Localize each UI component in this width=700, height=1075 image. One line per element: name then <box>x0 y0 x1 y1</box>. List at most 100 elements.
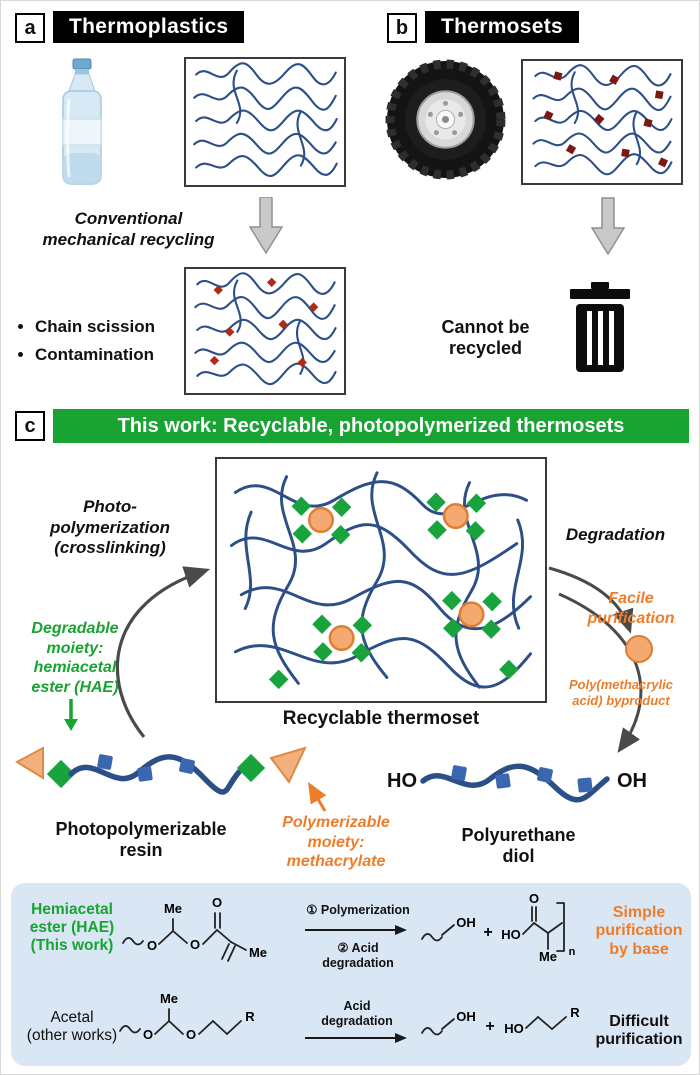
panel-b-title: Thermosets <box>425 11 580 43</box>
crosslink-squares <box>543 71 668 168</box>
ho-label: HO <box>504 1021 524 1036</box>
plus-sign: + <box>485 1018 494 1035</box>
panel-c-tag-letter: c <box>24 414 36 437</box>
ho-label: HO <box>387 770 417 792</box>
panel-b-tag-letter: b <box>395 16 409 39</box>
polymerizable-line-2: moiety: <box>307 833 365 851</box>
o-label: O <box>190 937 200 952</box>
reaction-arrow-1 <box>305 925 407 935</box>
polymerizable-moiety-label: Polymerizable moiety: methacrylate <box>263 813 409 872</box>
panel-c-tag: c <box>15 411 45 441</box>
bullet-contamination: Contamination <box>35 345 205 365</box>
recycling-issues-list: Chain scission Contamination <box>15 317 205 373</box>
hae-diamond-right <box>236 753 266 783</box>
hae-row-label: Hemiacetal ester (HAE) (This work) <box>21 901 123 954</box>
water-bottle-image <box>62 58 102 185</box>
trash-can-icon <box>570 282 630 372</box>
degradable-line-1: Degradable <box>31 620 119 637</box>
down-arrow-a <box>249 197 283 255</box>
r-label: R <box>570 1005 580 1020</box>
degradable-line-2: moiety: <box>46 639 104 657</box>
acid-degradation-step-label: ② Acid degradation <box>299 941 417 971</box>
resin-caption: Photopolymerizable resin <box>17 819 265 860</box>
photo-line-1: Photo- <box>83 497 137 516</box>
hae-label-line-1: Hemiacetal <box>31 901 113 918</box>
o-label: O <box>529 893 539 906</box>
degradation-arrows <box>548 566 643 753</box>
acetal-row-label: Acetal (other works) <box>21 1009 123 1045</box>
panel-c-title: This work: Recyclable, photopolymerized … <box>53 409 689 443</box>
hae-label-line-2: ester (HAE) <box>29 918 115 936</box>
recyclable-thermoset-caption: Recyclable thermoset <box>282 708 480 729</box>
diol-caption-line-1: Polyurethane <box>461 825 576 845</box>
o-label: O <box>147 938 157 953</box>
recyclable-thermoset-network <box>229 471 533 690</box>
cannot-line-1: Cannot be <box>441 317 530 337</box>
o-label: O <box>186 1027 196 1042</box>
methacrylate-triangle-right <box>269 746 307 784</box>
degradable-line-4: ester (HAE) <box>31 678 119 696</box>
resin-schematic <box>14 746 307 795</box>
facile-line-1: Facile <box>608 590 654 607</box>
thermoplastic-chains-box <box>184 57 346 187</box>
difficult-line-1: Difficult <box>609 1013 669 1030</box>
chemistry-panel <box>11 883 691 1066</box>
oh-label: OH <box>456 915 476 930</box>
panel-a-title: Thermoplastics <box>53 11 245 43</box>
acetal-products-structure: OH + HO R <box>421 1005 580 1036</box>
r-label: R <box>245 1009 255 1024</box>
difficult-purification-label: Difficult purification <box>589 1013 689 1050</box>
down-arrow-b <box>591 197 625 256</box>
orange-arrow <box>307 781 327 812</box>
ho-label: HO <box>501 927 521 942</box>
step2-line-2: degradation <box>322 956 394 970</box>
diol-caption: Polyurethane diol <box>431 825 606 866</box>
diol-caption-line-2: diol <box>502 845 535 866</box>
simple-purification-label: Simple purification by base <box>589 904 689 959</box>
thermoplastic-chains <box>193 62 338 177</box>
degradable-line-3: hemiacetal <box>33 659 117 677</box>
contaminated-chains <box>194 272 337 386</box>
oh-label: OH <box>617 770 647 792</box>
polymerizable-line-3: methacrylate <box>286 853 386 871</box>
panel-a-tag: a <box>15 13 45 43</box>
polymerization-step-label: ① Polymerization <box>306 903 410 917</box>
facile-line-2: purification <box>587 609 675 627</box>
hae-products-structure: OH + HO O Me n <box>421 893 576 964</box>
acetal-label-line-2: (other works) <box>26 1026 118 1044</box>
me-label: Me <box>249 945 267 960</box>
byproduct-line-1: Poly(methacrylic <box>568 677 674 692</box>
simple-line-2: purification <box>595 922 683 940</box>
step2-line-1: ② Acid <box>337 941 379 955</box>
hae-label-line-3: (This work) <box>30 936 114 954</box>
bullet-chain-scission: Chain scission <box>35 317 205 337</box>
byproduct-label: Poly(methacrylic acid) byproduct <box>546 677 696 709</box>
byproduct-particle <box>625 635 653 663</box>
facile-purification-label: Facile purification <box>571 589 691 628</box>
crosslinking-arrow <box>115 566 211 739</box>
acid-line-1: Acid <box>343 999 371 1013</box>
contaminated-chains-box <box>184 267 346 395</box>
photo-line-2: polymerization <box>50 517 170 537</box>
methacrylate-triangle-left <box>14 746 44 780</box>
difficult-line-2: purification <box>595 1031 683 1049</box>
o-label: O <box>212 895 222 910</box>
byproduct-line-2: acid) byproduct <box>572 692 670 708</box>
crosslink-nodes <box>268 492 519 690</box>
simple-line-1: Simple <box>612 904 666 921</box>
thermoset-chains-box <box>521 59 683 185</box>
acid-line-2: degradation <box>321 1014 393 1028</box>
resin-caption-line-2: resin <box>119 839 163 860</box>
thermoset-chains <box>532 64 673 176</box>
diol-schematic: HO OH <box>387 763 647 803</box>
acetal-structure: O Me O R <box>119 991 255 1042</box>
resin-caption-line-1: Photopolymerizable <box>55 819 227 839</box>
acetal-label-line-1: Acetal <box>50 1009 94 1026</box>
process-line-2: mechanical recycling <box>42 229 215 249</box>
panel-a-tag-letter: a <box>24 16 36 39</box>
recyclable-thermoset-box <box>215 457 547 703</box>
process-line-1: Conventional <box>74 209 183 228</box>
o-label: O <box>143 1027 153 1042</box>
hae-diamond-left <box>46 759 76 789</box>
